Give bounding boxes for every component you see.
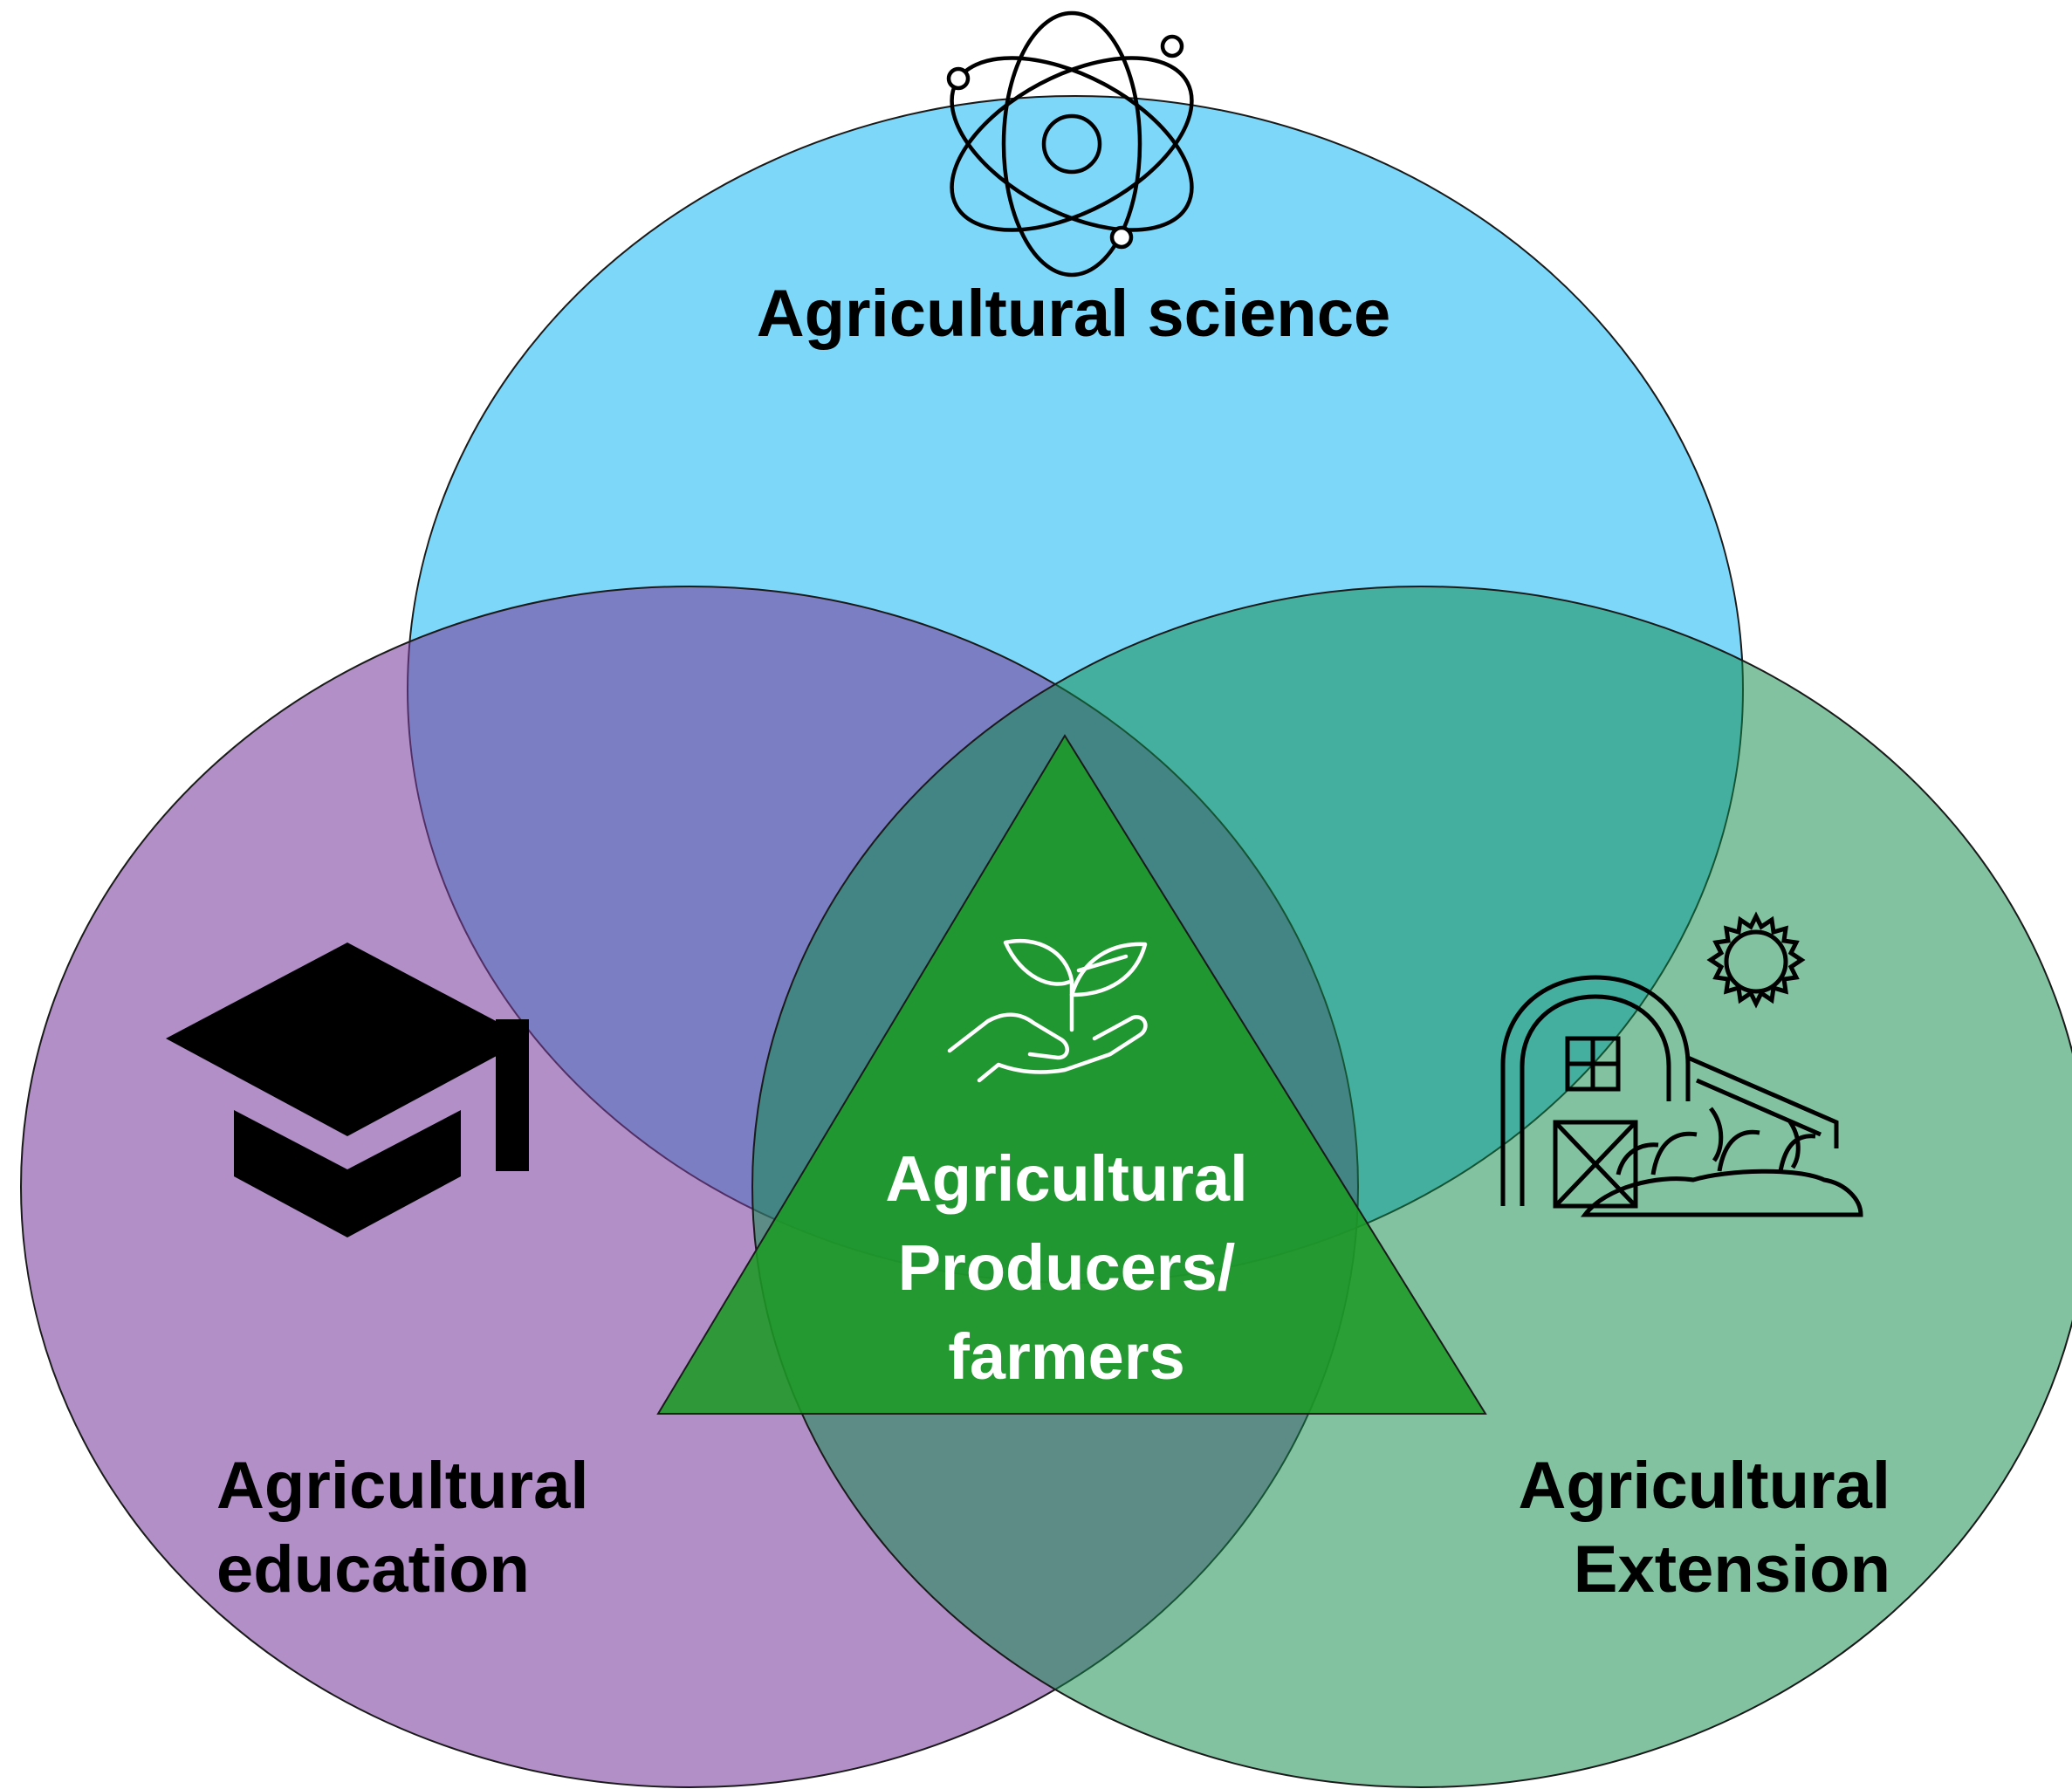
center-triangle [656, 734, 1487, 1415]
center-label-line2: Producers/ [898, 1231, 1236, 1304]
label-agricultural-extension-line2: Extension [1574, 1532, 1890, 1607]
label-agricultural-education-line2: education [216, 1532, 530, 1607]
label-agricultural-extension-line1: Agricultural [1519, 1449, 1891, 1523]
farm-barn-icon [1500, 911, 1863, 1217]
label-agricultural-education-line1: Agricultural [216, 1449, 589, 1523]
center-label-line1: Agricultural [885, 1142, 1247, 1215]
graduation-cap-icon [166, 942, 529, 1237]
center-label-line3: farmers [948, 1320, 1185, 1393]
atom-icon [946, 10, 1194, 278]
label-agricultural-science: Agricultural science [757, 277, 1391, 351]
seedling-hand-icon [947, 938, 1148, 1083]
